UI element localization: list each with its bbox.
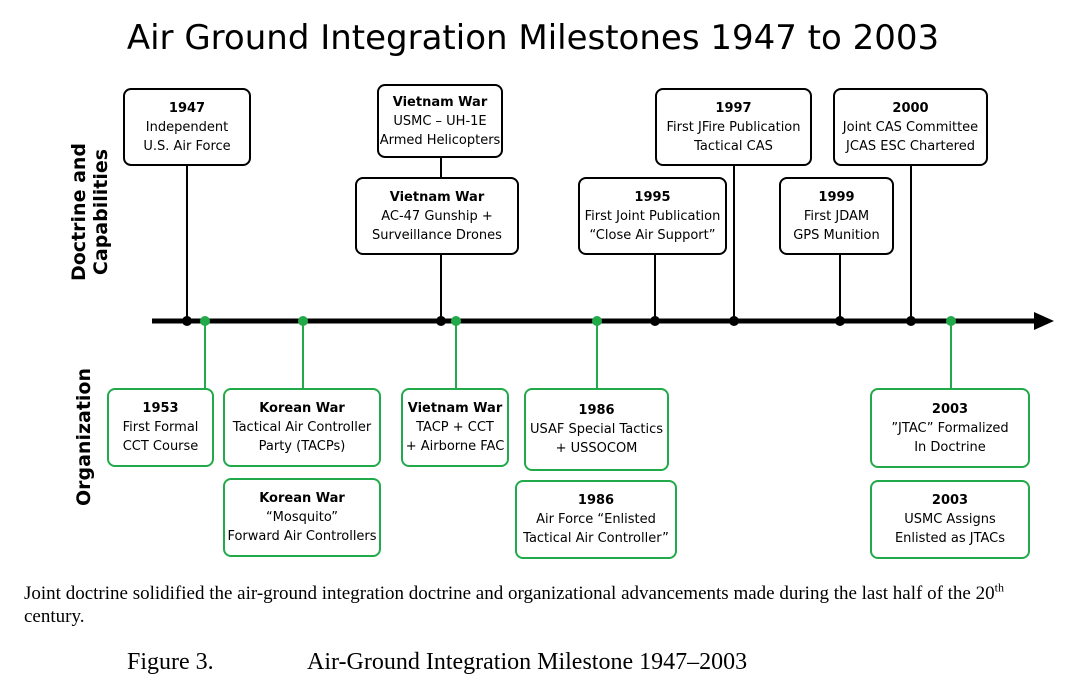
timeline-arrowhead <box>1034 312 1054 330</box>
milestone-heading: 1999 <box>818 189 855 205</box>
milestone-text: ”JTAC” Formalized <box>891 420 1009 436</box>
organization-milestone-box: 2003 ”JTAC” Formalized In Doctrine <box>870 388 1030 468</box>
milestone-heading: Vietnam War <box>392 94 488 110</box>
milestone-text: Independent <box>145 119 229 135</box>
organization-timeline-dot <box>451 316 461 326</box>
milestone-heading: Korean War <box>259 401 345 416</box>
caption-superscript: th <box>994 580 1004 595</box>
milestone-heading: Vietnam War <box>389 189 485 205</box>
doctrine-timeline-dot <box>906 316 916 326</box>
milestone-text: AC-47 Gunship + <box>381 208 493 224</box>
organization-timeline-dot <box>200 316 210 326</box>
milestone-heading: 1947 <box>168 100 206 116</box>
caption-text: Joint doctrine solidified the air-ground… <box>24 583 995 604</box>
organization-timeline-dot <box>592 316 602 326</box>
milestone-heading: 1995 <box>634 189 671 205</box>
milestone-text: Tactical Air Controller” <box>523 531 669 546</box>
milestone-text: Tactical Air Controller <box>232 420 372 435</box>
organization-milestone-box: Korean War “Mosquito” Forward Air Controll… <box>223 478 381 557</box>
milestone-text: TACP + CCT <box>416 420 494 435</box>
organization-timeline-dot <box>298 316 308 326</box>
milestone-text: First Formal <box>122 420 199 435</box>
milestone-text: First Joint Publication <box>584 208 721 224</box>
milestone-text: Joint CAS Committee <box>842 119 979 135</box>
milestone-text: Air Force “Enlisted <box>536 512 656 527</box>
timeline-diagram <box>152 158 1054 388</box>
milestone-text: GPS Munition <box>793 227 880 243</box>
milestone-text: Party (TACPs) <box>258 439 346 454</box>
milestone-text: First JFire Publication <box>666 119 801 135</box>
caption-text-end: century. <box>24 606 85 627</box>
milestone-text: First JDAM <box>803 208 870 224</box>
figure-number: Figure 3. <box>127 649 214 675</box>
milestone-heading: 2003 <box>931 401 969 417</box>
milestone-heading: 1997 <box>715 100 752 116</box>
figure-caption: Joint doctrine solidified the air-ground… <box>24 582 1044 628</box>
milestone-text: Enlisted as JTACs <box>894 531 1006 546</box>
diagram-title: Air Ground Integration Milestones 1947 t… <box>126 18 940 58</box>
doctrine-timeline-dot <box>182 316 192 326</box>
figure-label: Figure 3. Air-Ground Integration Mileston… <box>127 649 747 676</box>
milestone-text: “Close Air Support” <box>589 227 716 243</box>
milestone-text: USAF Special Tactics <box>529 422 663 437</box>
milestone-heading: 1986 <box>577 493 615 508</box>
milestone-heading: 2000 <box>892 100 929 116</box>
milestone-heading: 1953 <box>142 401 179 416</box>
milestone-text: Tactical CAS <box>694 138 773 154</box>
doctrine-timeline-dot <box>729 316 739 326</box>
milestone-text: Forward Air Controllers <box>227 529 377 544</box>
milestone-text: CCT Course <box>122 439 199 454</box>
milestone-text: Armed Helicopters <box>379 132 501 148</box>
milestone-text: USMC Assigns <box>904 512 996 527</box>
milestone-heading: Korean War <box>259 491 345 506</box>
milestone-heading: Vietnam War <box>407 401 503 416</box>
milestone-text: Surveillance Drones <box>372 227 502 243</box>
milestone-text: + Airborne FAC <box>405 439 505 454</box>
milestone-text: U.S. Air Force <box>143 138 231 154</box>
organization-timeline-dot <box>946 316 956 326</box>
doctrine-timeline-dot <box>650 316 660 326</box>
milestone-text: JCAS ESC Chartered <box>846 138 975 154</box>
milestone-text: + USSOCOM <box>555 441 638 456</box>
figure-title: Air-Ground Integration Milestone 1947–20… <box>307 649 748 675</box>
milestone-text: USMC – UH-1E <box>393 113 487 129</box>
doctrine-timeline-dot <box>835 316 845 326</box>
milestone-text: “Mosquito” <box>265 510 339 525</box>
milestone-heading: 1986 <box>578 403 615 418</box>
milestone-text: In Doctrine <box>914 439 986 455</box>
milestone-heading: 2003 <box>931 493 969 508</box>
